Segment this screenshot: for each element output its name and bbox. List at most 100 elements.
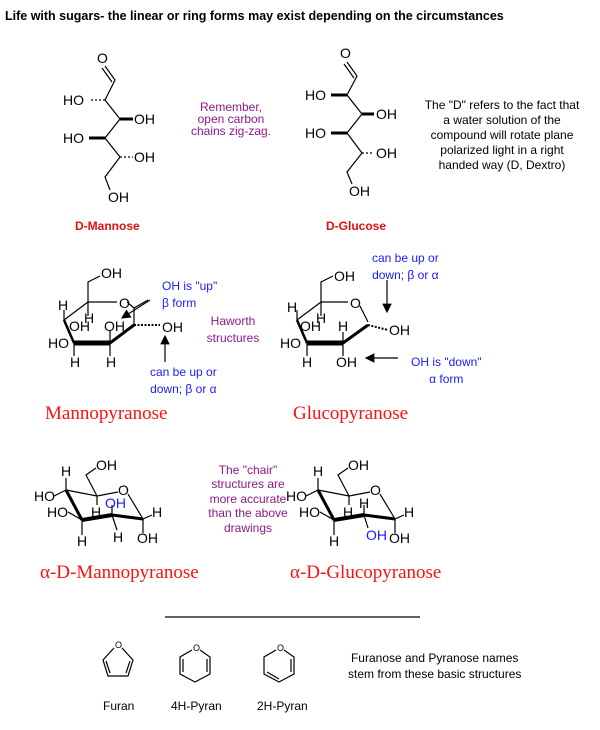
atom-label: OH xyxy=(69,318,90,334)
chair-note-line: structures are xyxy=(211,477,285,492)
atom-label: HO xyxy=(48,335,69,351)
furan-ring xyxy=(102,647,134,677)
atom-label: H xyxy=(77,533,88,549)
atom-label: HO xyxy=(63,92,84,108)
atom-label: H xyxy=(329,533,340,549)
atom-label: OH xyxy=(389,530,410,546)
chair-note-line: more accurate xyxy=(209,491,287,506)
atom-label: H xyxy=(106,354,117,370)
atom-label: H xyxy=(287,299,298,315)
atom-label: O xyxy=(118,482,129,498)
beta-note-line: OH is "up" xyxy=(162,279,218,293)
atom-label: OH xyxy=(134,149,155,165)
glucose-name: D-Glucose xyxy=(326,219,387,233)
atom-label: H xyxy=(58,297,69,313)
atom-label: H xyxy=(359,495,370,511)
note-line: chains zig-zag. xyxy=(190,124,272,138)
atom-label: H xyxy=(404,504,415,520)
alpha-note-line: α form xyxy=(429,371,464,386)
atom-label: H xyxy=(152,504,163,520)
glucose-chair-bonds xyxy=(305,467,405,535)
page-title: Life with sugars- the linear or ring for… xyxy=(5,9,504,23)
atom-label: OH xyxy=(389,322,410,338)
note-line: Remember, xyxy=(199,100,263,114)
haworth-label-line: Haworth xyxy=(210,314,256,328)
mannose-name: D-Mannose xyxy=(75,219,140,233)
atom-label: OH xyxy=(334,268,355,284)
atom-label: H xyxy=(338,318,349,334)
atom-label: O xyxy=(340,45,351,61)
atom-label: OH xyxy=(96,457,117,473)
note-line: compound will rotate plane xyxy=(430,128,574,142)
pyran4-label: 4H-Pyran xyxy=(171,699,222,713)
mannose-fischer-bonds xyxy=(89,65,133,191)
atom-label: H xyxy=(61,463,72,479)
chair-note-line: The "chair" xyxy=(218,463,278,477)
note-line: The "D" refers to the fact that xyxy=(424,98,580,112)
atom-label: HO xyxy=(305,87,326,103)
atom-label: H xyxy=(91,504,102,520)
mannose-haworth-bonds xyxy=(62,275,170,362)
atom-label: HO xyxy=(47,504,68,520)
atom-label: H xyxy=(84,310,95,326)
basic-note-line: Furanose and Pyranose names xyxy=(350,651,519,665)
anomer-note-line: down; β or α xyxy=(372,267,439,282)
note-line: handed way (D, Dextro) xyxy=(438,158,566,172)
atom-label: OH xyxy=(376,106,397,122)
atom-label: HO xyxy=(280,335,301,351)
atom-label: O xyxy=(370,482,381,498)
atom-label: OH xyxy=(366,527,387,543)
atom-label: OH xyxy=(101,265,122,281)
atom-label: H xyxy=(70,354,81,370)
atom-label: OH xyxy=(134,111,155,127)
atom-label: OH xyxy=(348,457,369,473)
atom-label: O xyxy=(350,295,361,311)
atom-label: HO xyxy=(305,125,326,141)
furan-oxygen: O xyxy=(115,640,123,650)
glucopyranose-name: Glucopyranose xyxy=(293,403,409,424)
atom-label: OH xyxy=(162,319,183,335)
atom-label: HO xyxy=(34,488,55,504)
pyran4-oxygen: O xyxy=(193,643,201,653)
atom-label: H xyxy=(302,354,313,370)
atom-label: H xyxy=(343,504,354,520)
alpha-note-line: OH is "down" xyxy=(411,355,482,369)
pyran2-label: 2H-Pyran xyxy=(257,699,308,713)
pyran2-oxygen: O xyxy=(277,643,285,653)
atom-label: HO xyxy=(299,504,320,520)
atom-label: OH xyxy=(376,145,397,161)
atom-label: OH xyxy=(336,354,357,370)
atom-label: H xyxy=(316,310,327,326)
mannopyranose-name: Mannopyranose xyxy=(45,403,168,424)
chair-note-line: than the above xyxy=(208,506,288,521)
atom-label: HO xyxy=(63,130,84,146)
atom-label: O xyxy=(119,295,130,311)
atom-label: OH xyxy=(349,183,370,199)
furan-label: Furan xyxy=(103,699,135,713)
pyran2-ring xyxy=(263,649,295,683)
haworth-label-line: structures xyxy=(206,330,260,345)
glucose-haworth-bonds xyxy=(295,275,398,363)
chair-note-line: drawings xyxy=(223,520,273,535)
anomer-note-line: can be up or xyxy=(150,365,217,379)
alpha-glucopyranose-name: α-D-Glucopyranose xyxy=(290,562,442,583)
note-line: a water solution of the xyxy=(443,113,561,127)
atom-label: OH xyxy=(105,495,126,511)
anomer-note-line: down; β or α xyxy=(150,381,217,396)
atom-label: OH xyxy=(108,189,129,205)
atom-label: H xyxy=(113,529,124,545)
glucose-fischer-bonds xyxy=(331,61,374,185)
atom-label: H xyxy=(313,463,324,479)
alpha-mannopyranose-name: α-D-Mannopyranose xyxy=(40,562,199,583)
note-line: open carbon xyxy=(197,112,265,126)
atom-label: OH xyxy=(104,318,125,334)
atom-label: OH xyxy=(300,318,321,334)
anomer-note-line: can be up or xyxy=(372,251,439,265)
note-line: polarized light in a right xyxy=(440,143,564,157)
mannose-chair-bonds xyxy=(53,467,153,535)
basic-note-line: stem from these basic structures xyxy=(348,666,522,681)
atom-label: O xyxy=(97,50,108,66)
atom-label: HO xyxy=(286,488,307,504)
